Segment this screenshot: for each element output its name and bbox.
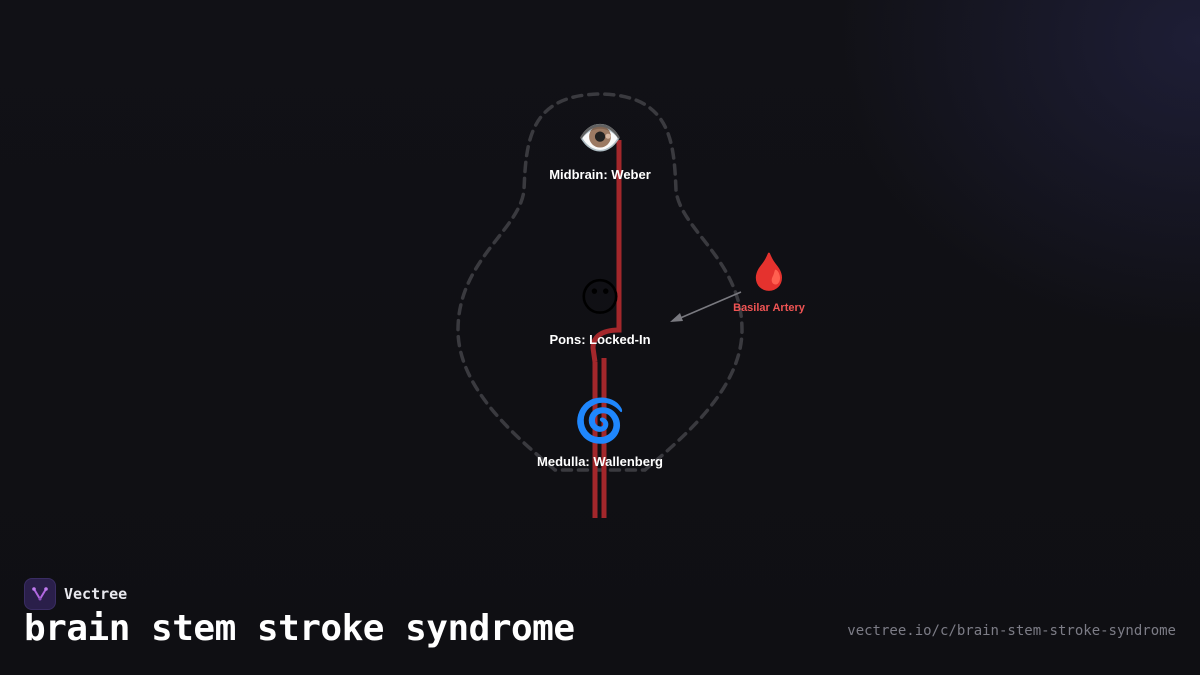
node-label-medulla: Medulla: Wallenberg (537, 454, 663, 469)
blood-drop-icon: 🩸 (747, 251, 792, 293)
node-midbrain[interactable]: 👁️ Midbrain: Weber (549, 118, 651, 182)
artery-label: Basilar Artery (733, 302, 806, 314)
node-label-pons: Pons: Locked-In (549, 332, 650, 347)
vectree-logo-icon (24, 578, 56, 610)
page-title: brain stem stroke syndrome (24, 608, 575, 649)
basilar-vessel (590, 140, 622, 518)
brand-name: Vectree (64, 585, 128, 603)
artery-pointer-line (677, 291, 742, 320)
brand[interactable]: Vectree (24, 577, 127, 611)
brainstem-outline (456, 92, 744, 472)
no-mouth-face-icon: 😶 (579, 275, 621, 321)
node-label-midbrain: Midbrain: Weber (549, 167, 651, 182)
basilar-artery-line (590, 140, 622, 363)
page-url[interactable]: vectree.io/c/brain-stem-stroke-syndrome (847, 623, 1176, 639)
node-medulla[interactable]: 🌀 Medulla: Wallenberg (537, 395, 663, 469)
basilar-artery-callout[interactable]: 🩸 Basilar Artery (670, 251, 806, 322)
eye-icon: 👁️ (578, 118, 623, 159)
node-pons[interactable]: 😶 Pons: Locked-In (549, 275, 650, 347)
cyclone-icon: 🌀 (574, 395, 626, 445)
artery-pointer-arrowhead (670, 313, 683, 322)
